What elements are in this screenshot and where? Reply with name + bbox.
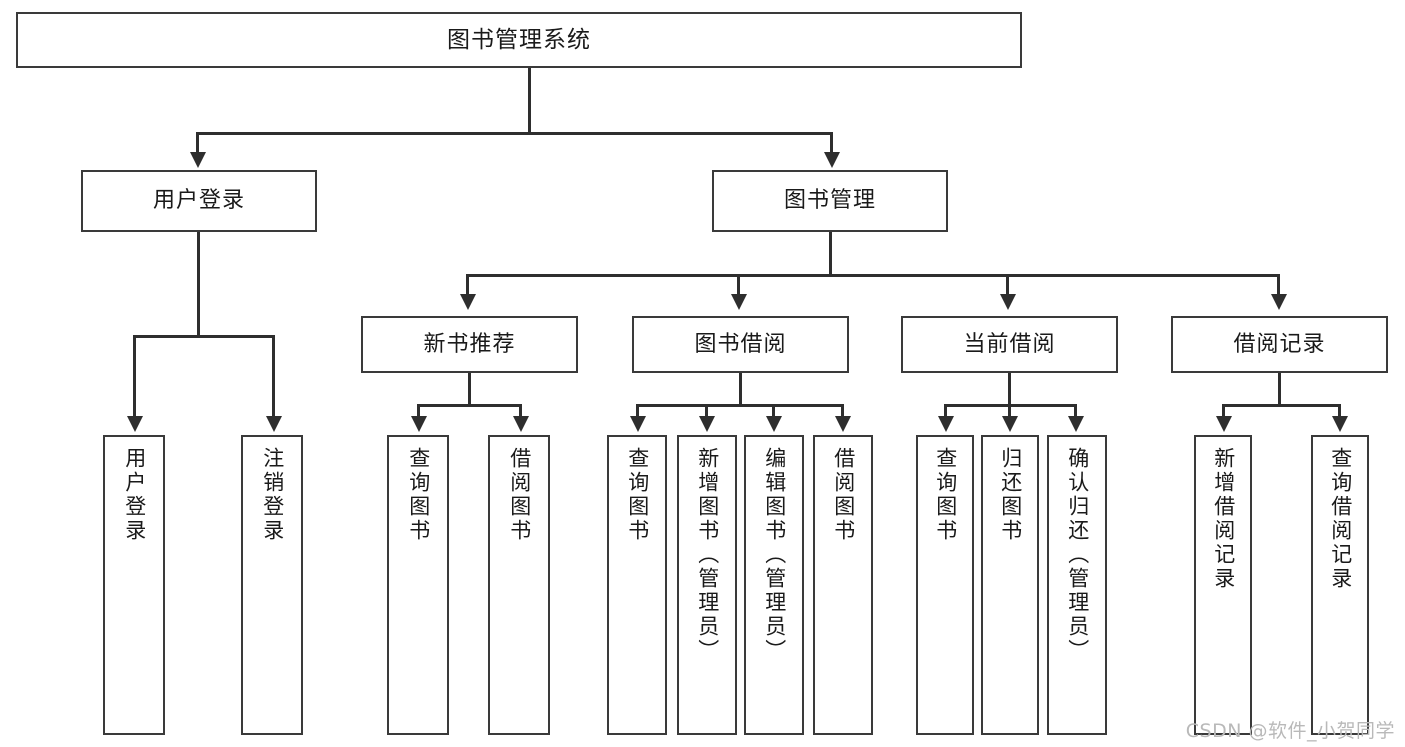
- connector-book-borrow-leaf-1: [636, 404, 639, 418]
- connector-borrow-record-leaf-1: [1222, 404, 1225, 418]
- connector-current-borrow-stem: [1008, 373, 1011, 404]
- leaf-add-record-label: 新增借阅记录: [1211, 447, 1236, 591]
- arrow-book-borrow-leaf-1: [630, 416, 646, 432]
- connector-borrow-record-bus: [1222, 404, 1340, 407]
- arrow-current-borrow-leaf-2: [1002, 416, 1018, 432]
- leaf-add-book[interactable]: 新增图书（管理员）: [677, 435, 737, 735]
- node-root[interactable]: 图书管理系统: [16, 12, 1022, 68]
- connector-new-book-rec-stem: [468, 373, 471, 404]
- leaf-return-book-label: 归还图书: [998, 447, 1023, 543]
- node-user-login-label: 用户登录: [152, 188, 245, 214]
- arrow-book-manage-child-3: [1000, 294, 1016, 310]
- arrow-book-borrow-leaf-3: [766, 416, 782, 432]
- connector-current-borrow-leaf-2: [1008, 404, 1011, 418]
- connector-root-stem: [528, 68, 531, 132]
- leaf-query-book-3-label: 查询图书: [933, 447, 958, 543]
- arrow-book-borrow-leaf-2: [699, 416, 715, 432]
- node-book-manage-label: 图书管理: [783, 188, 876, 214]
- node-book-manage[interactable]: 图书管理: [712, 170, 948, 232]
- connector-book-manage-child-1: [466, 274, 469, 296]
- leaf-edit-book[interactable]: 编辑图书（管理员）: [744, 435, 804, 735]
- leaf-query-record-label: 查询借阅记录: [1328, 447, 1353, 591]
- leaf-borrow-book-1-label: 借阅图书: [507, 447, 532, 543]
- arrow-root-to-book-manage: [824, 152, 840, 168]
- connector-book-borrow-leaf-3: [772, 404, 775, 418]
- node-book-borrow[interactable]: 图书借阅: [632, 316, 849, 373]
- connector-current-borrow-leaf-3: [1074, 404, 1077, 418]
- connector-book-borrow-stem: [739, 373, 742, 404]
- connector-user-login-stem: [197, 232, 200, 335]
- node-current-borrow[interactable]: 当前借阅: [901, 316, 1118, 373]
- connector-root-to-book-manage: [830, 132, 833, 154]
- arrow-current-borrow-leaf-1: [938, 416, 954, 432]
- connector-new-book-rec-leaf-1: [417, 404, 420, 418]
- connector-current-borrow-leaf-1: [944, 404, 947, 418]
- leaf-user-login-label: 用户登录: [122, 447, 147, 543]
- arrow-root-to-user-login: [190, 152, 206, 168]
- connector-book-manage-stem: [829, 232, 832, 274]
- leaf-query-book-1[interactable]: 查询图书: [387, 435, 449, 735]
- leaf-confirm-return[interactable]: 确认归还（管理员）: [1047, 435, 1107, 735]
- leaf-borrow-book-2-label: 借阅图书: [831, 447, 856, 543]
- connector-book-borrow-leaf-2: [705, 404, 708, 418]
- node-user-login[interactable]: 用户登录: [81, 170, 317, 232]
- leaf-query-record[interactable]: 查询借阅记录: [1311, 435, 1369, 735]
- node-new-book-rec[interactable]: 新书推荐: [361, 316, 578, 373]
- leaf-logout[interactable]: 注销登录: [241, 435, 303, 735]
- connector-new-book-rec-leaf-2: [519, 404, 522, 418]
- connector-root-to-user-login: [196, 132, 199, 154]
- leaf-return-book[interactable]: 归还图书: [981, 435, 1039, 735]
- arrow-book-manage-child-2: [731, 294, 747, 310]
- connector-book-borrow-leaf-4: [841, 404, 844, 418]
- arrow-new-book-rec-leaf-2: [513, 416, 529, 432]
- connector-book-borrow-bus: [636, 404, 844, 407]
- connector-book-manage-bus: [466, 274, 1280, 277]
- connector-root-bus: [196, 132, 833, 135]
- node-root-label: 图书管理系统: [447, 26, 591, 53]
- leaf-query-book-2-label: 查询图书: [625, 447, 650, 543]
- connector-user-login-leaf-2: [272, 335, 275, 418]
- arrow-borrow-record-leaf-1: [1216, 416, 1232, 432]
- connector-book-manage-child-4: [1277, 274, 1280, 296]
- arrow-borrow-record-leaf-2: [1332, 416, 1348, 432]
- node-new-book-rec-label: 新书推荐: [423, 331, 516, 357]
- leaf-borrow-book-2[interactable]: 借阅图书: [813, 435, 873, 735]
- connector-book-manage-child-3: [1006, 274, 1009, 296]
- node-borrow-record[interactable]: 借阅记录: [1171, 316, 1388, 373]
- node-borrow-record-label: 借阅记录: [1233, 331, 1326, 357]
- leaf-query-book-1-label: 查询图书: [406, 447, 431, 543]
- connector-book-manage-child-2: [737, 274, 740, 296]
- arrow-current-borrow-leaf-3: [1068, 416, 1084, 432]
- leaf-add-record[interactable]: 新增借阅记录: [1194, 435, 1252, 735]
- leaf-add-book-label: 新增图书（管理员）: [695, 447, 720, 663]
- arrow-book-manage-child-1: [460, 294, 476, 310]
- connector-borrow-record-stem: [1278, 373, 1281, 404]
- connector-user-login-bus: [133, 335, 275, 338]
- connector-user-login-leaf-1: [133, 335, 136, 418]
- leaf-user-login[interactable]: 用户登录: [103, 435, 165, 735]
- arrow-user-login-leaf-1: [127, 416, 143, 432]
- arrow-book-manage-child-4: [1271, 294, 1287, 310]
- leaf-query-book-2[interactable]: 查询图书: [607, 435, 667, 735]
- leaf-borrow-book-1[interactable]: 借阅图书: [488, 435, 550, 735]
- leaf-logout-label: 注销登录: [260, 447, 285, 543]
- leaf-query-book-3[interactable]: 查询图书: [916, 435, 974, 735]
- leaf-confirm-return-label: 确认归还（管理员）: [1065, 447, 1090, 663]
- node-book-borrow-label: 图书借阅: [694, 331, 787, 357]
- arrow-book-borrow-leaf-4: [835, 416, 851, 432]
- connector-borrow-record-leaf-2: [1338, 404, 1341, 418]
- node-current-borrow-label: 当前借阅: [963, 331, 1056, 357]
- arrow-new-book-rec-leaf-1: [411, 416, 427, 432]
- arrow-user-login-leaf-2: [266, 416, 282, 432]
- leaf-edit-book-label: 编辑图书（管理员）: [762, 447, 787, 663]
- connector-new-book-rec-bus: [417, 404, 522, 407]
